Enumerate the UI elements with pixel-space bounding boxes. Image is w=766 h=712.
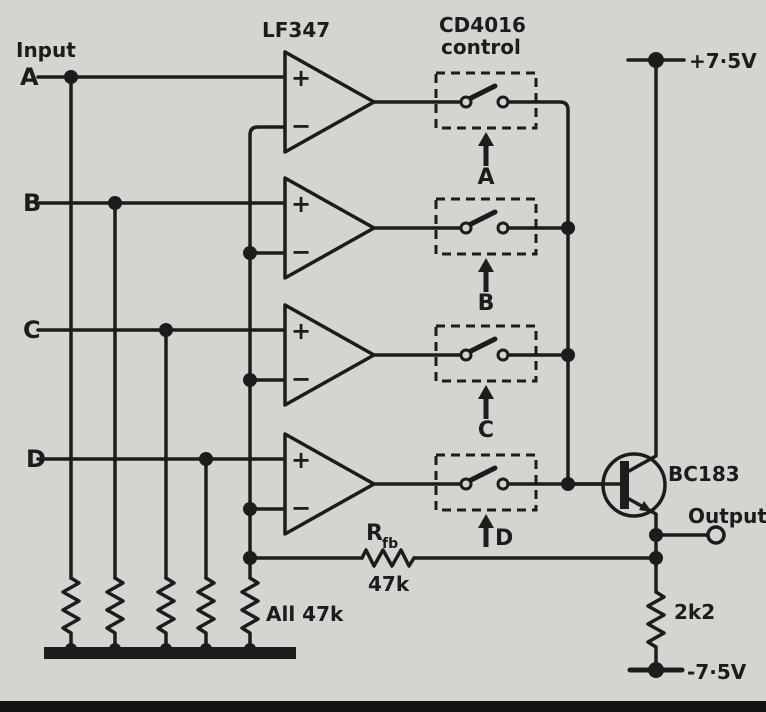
junction-dot bbox=[243, 373, 257, 387]
switch-a-contact bbox=[459, 95, 473, 109]
feedback-resistor-name: R bbox=[366, 521, 383, 546]
wire-emitter bbox=[627, 497, 658, 594]
resistor-zigzag bbox=[196, 576, 216, 651]
page-bottom-border bbox=[0, 701, 766, 712]
input-label-b: B bbox=[23, 189, 41, 217]
ground-dot bbox=[200, 643, 212, 655]
feedback-resistor-zigzag bbox=[360, 548, 416, 568]
junction-dot bbox=[243, 502, 257, 516]
output-label: Output bbox=[688, 504, 766, 528]
opamp-a: LF347 + − bbox=[262, 18, 376, 154]
control-arrowhead-c bbox=[478, 385, 494, 399]
junction-dot bbox=[243, 246, 257, 260]
switch-ic-label: CD4016 bbox=[439, 13, 526, 37]
opamp-b-triangle bbox=[283, 176, 376, 280]
input-label-c: C bbox=[23, 316, 41, 344]
analog-switch-b: B bbox=[434, 197, 538, 316]
control-label-c: C bbox=[478, 418, 494, 443]
output-terminal: Output bbox=[649, 504, 766, 545]
opamp-a-plus-label: + bbox=[291, 64, 311, 92]
negative-rail-label: -7·5V bbox=[687, 660, 747, 684]
control-arrowhead-b bbox=[478, 258, 494, 272]
opamp-ic-label: LF347 bbox=[262, 18, 330, 42]
switch-b-contact bbox=[459, 221, 473, 235]
ground-dot bbox=[65, 643, 77, 655]
opamp-c-plus-label: + bbox=[291, 317, 311, 345]
junction-dot bbox=[648, 662, 664, 678]
resistor-zigzag bbox=[61, 576, 81, 651]
ground-dot bbox=[160, 643, 172, 655]
positive-rail: +7·5V bbox=[626, 49, 757, 73]
input-label-d: D bbox=[26, 445, 46, 473]
input-resistors-label: All 47k bbox=[266, 602, 344, 626]
emitter-resistor-value: 2k2 bbox=[674, 600, 715, 624]
switch-d-lever bbox=[466, 465, 498, 484]
emitter-resistor-zigzag bbox=[646, 590, 666, 669]
opamp-a-triangle bbox=[283, 50, 376, 154]
opamp-b-minus-label: − bbox=[291, 238, 311, 266]
transistor-base-bar bbox=[620, 461, 629, 509]
opamp-d-plus-label: + bbox=[291, 446, 311, 474]
feedback-resistor-value: 47k bbox=[368, 572, 410, 596]
wire-switch-a-to-bus bbox=[506, 100, 570, 486]
analog-switch-a: A bbox=[434, 71, 538, 190]
opamp-a-minus-label: − bbox=[291, 112, 311, 140]
analog-switch-c: C bbox=[434, 324, 538, 443]
inverting-bus bbox=[243, 125, 287, 580]
switch-ic-header: CD4016 control bbox=[439, 13, 526, 59]
opamp-c-minus-label: − bbox=[291, 365, 311, 393]
positive-rail-label: +7·5V bbox=[689, 49, 757, 73]
output-terminal-circle bbox=[706, 525, 726, 545]
analog-switch-d: D bbox=[434, 453, 538, 551]
junction-dot bbox=[199, 452, 213, 466]
junction-dot bbox=[561, 348, 575, 362]
junction-dot bbox=[64, 70, 78, 84]
opamp-b-plus-label: + bbox=[291, 190, 311, 218]
control-arrowhead-a bbox=[478, 132, 494, 146]
junction-dot bbox=[159, 323, 173, 337]
wire-collector bbox=[627, 58, 658, 473]
wire-inverting-bus bbox=[248, 125, 287, 580]
ground-dot bbox=[244, 643, 256, 655]
input-section: Input A B C D bbox=[16, 38, 287, 580]
feedback-resistor-sub: fb bbox=[382, 536, 398, 552]
opamp-b: + − bbox=[283, 176, 376, 280]
ground-dot bbox=[109, 643, 121, 655]
junction-dot bbox=[648, 52, 664, 68]
emitter-arrowhead bbox=[639, 501, 652, 512]
transistor-label: BC183 bbox=[668, 462, 740, 486]
switch-d-contact bbox=[459, 477, 473, 491]
input-label-a: A bbox=[20, 63, 39, 91]
control-arrowhead-d bbox=[478, 514, 494, 528]
switch-c-lever bbox=[466, 336, 498, 355]
emitter-resistor: 2k2 -7·5V bbox=[627, 590, 747, 684]
switch-ic-sublabel: control bbox=[441, 35, 521, 59]
switch-b-lever bbox=[466, 209, 498, 228]
switch-a-lever bbox=[466, 83, 498, 102]
control-label-b: B bbox=[478, 291, 495, 316]
opamp-d-minus-label: − bbox=[291, 494, 311, 522]
resistor-zigzag bbox=[105, 576, 125, 651]
junction-dot bbox=[561, 221, 575, 235]
control-label-d: D bbox=[495, 526, 513, 551]
transistor-bc183: BC183 bbox=[566, 58, 740, 594]
opamp-d: + − bbox=[283, 432, 376, 536]
resistor-zigzag bbox=[240, 576, 260, 651]
resistor-zigzag bbox=[156, 576, 176, 651]
control-label-a: A bbox=[477, 165, 494, 190]
switch-output-bus bbox=[506, 100, 624, 491]
switch-c-contact bbox=[459, 348, 473, 362]
junction-dot bbox=[649, 551, 663, 565]
feedback-resistor: R fb 47k bbox=[248, 521, 663, 596]
opamp-c-triangle bbox=[283, 303, 376, 407]
input-header-label: Input bbox=[16, 38, 76, 62]
junction-dot bbox=[108, 196, 122, 210]
input-resistors: All 47k bbox=[44, 576, 344, 659]
opamp-c: + − bbox=[283, 303, 376, 407]
opamp-d-triangle bbox=[283, 432, 376, 536]
